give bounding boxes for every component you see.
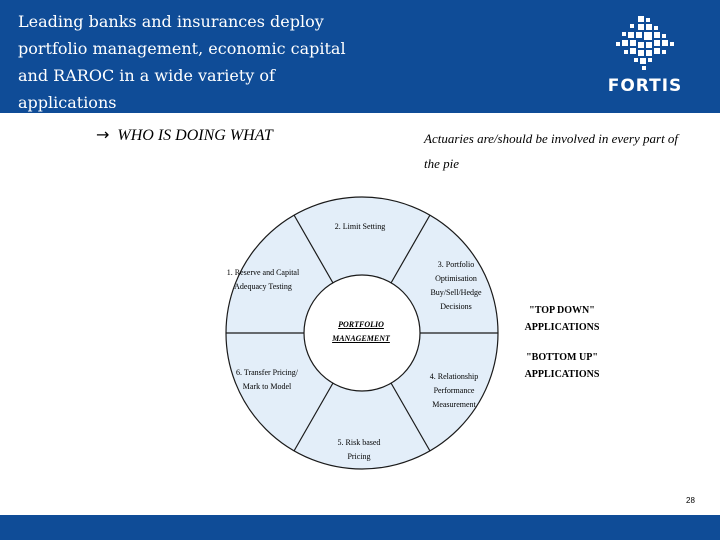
logo-text: FORTIS bbox=[607, 76, 683, 96]
fortis-logo-icon bbox=[616, 16, 674, 70]
slide-title: Leading banks and insurances deploy port… bbox=[18, 12, 346, 112]
section-heading-text: WHO IS DOING WHAT bbox=[117, 127, 273, 144]
segment-portfolio-optimisation: 3. Portfolio Optimisation Buy/Sell/Hedge… bbox=[430, 260, 482, 311]
fortis-logo: FORTIS bbox=[600, 14, 690, 102]
segment-transfer-pricing: 6. Transfer Pricing/ Mark to Model bbox=[236, 368, 298, 391]
footer-bar bbox=[0, 515, 720, 540]
segment-limit-setting: 2. Limit Setting bbox=[334, 222, 386, 231]
segment-reserve-capital: 1. Reserve and Capital Adequacy Testing bbox=[226, 268, 300, 291]
divider-line bbox=[390, 382, 431, 452]
page-number: 28 bbox=[686, 496, 695, 505]
divider-line bbox=[390, 214, 431, 284]
actuaries-note: Actuaries are/should be involved in ever… bbox=[424, 131, 679, 171]
segment-relationship-performance: 4. Relationship Performance Measurement bbox=[429, 372, 479, 409]
center-portfolio-management: PORTFOLIO MANAGEMENT bbox=[332, 320, 390, 343]
section-heading: → WHO IS DOING WHAT bbox=[96, 125, 273, 145]
wheel-dividers bbox=[226, 214, 498, 452]
arrow-right-icon: → bbox=[96, 125, 110, 144]
top-down-callout: "TOP DOWN" APPLICATIONS bbox=[524, 305, 600, 333]
divider-line bbox=[293, 214, 334, 284]
header-bar: Leading banks and insurances deploy port… bbox=[0, 0, 720, 113]
divider-line bbox=[293, 382, 334, 452]
bottom-up-callout: "BOTTOM UP" APPLICATIONS bbox=[524, 352, 600, 380]
segment-risk-pricing: 5. Risk based Pricing bbox=[337, 438, 381, 461]
